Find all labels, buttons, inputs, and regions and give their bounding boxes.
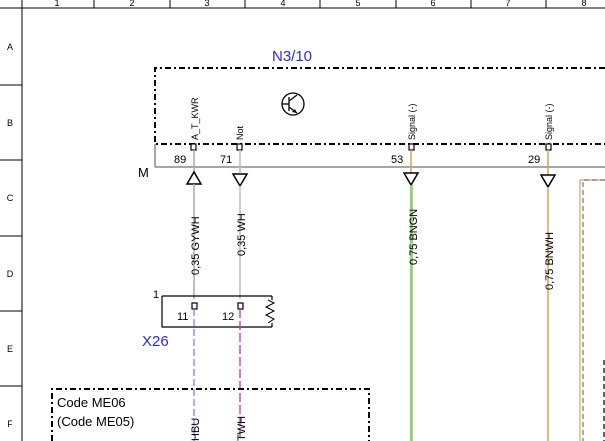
output-arrow-icon <box>539 174 557 189</box>
shield-zigzag-icon <box>264 299 276 324</box>
pin-number: 11 <box>177 311 188 323</box>
code-box: Code ME06 (Code ME05) <box>51 388 370 441</box>
pin-terminal <box>237 302 244 310</box>
pin-terminal <box>190 143 197 151</box>
pin-number: 71 <box>220 154 232 166</box>
transistor-icon <box>281 92 305 116</box>
row-label: C <box>7 193 14 203</box>
wire-label: 0,35 WH <box>236 213 248 256</box>
column-label: 6 <box>430 0 435 8</box>
wire-label: 0,75 BNGN <box>408 209 420 265</box>
pin-number: 29 <box>528 154 540 166</box>
column-label: 2 <box>129 0 134 8</box>
lower-wires: HBU TWH <box>190 309 248 441</box>
pin-number: 89 <box>174 154 186 166</box>
column-label: 4 <box>280 0 285 8</box>
code-line-2: (Code ME05) <box>57 414 134 429</box>
row-label: B <box>7 118 13 128</box>
output-arrow-icon <box>402 172 420 187</box>
row-label: F <box>7 419 13 429</box>
pin-number: 12 <box>222 311 234 323</box>
column-label: 3 <box>204 0 209 8</box>
output-arrow-icon <box>231 173 249 188</box>
column-label: 5 <box>355 0 360 8</box>
wire-label: 0,75 BNWH <box>544 232 556 290</box>
wire-label: HBU <box>190 418 202 441</box>
pin-signal-label: Not <box>235 125 245 140</box>
component-n3-10: N3/10 M A_T_KWR Not Signal (-) Signal (-… <box>138 48 605 180</box>
pin-terminal <box>236 143 243 151</box>
row-label: A <box>7 42 13 52</box>
pin-number: 53 <box>391 154 403 166</box>
pin-signal-label: Signal (-) <box>407 103 417 140</box>
pin-signal-label: Signal (-) <box>544 103 554 140</box>
code-line-1: Code ME06 <box>57 395 126 410</box>
column-label: 1 <box>54 0 59 8</box>
component-ref: N3/10 <box>272 48 312 65</box>
wire-label: 0,35 GYWH <box>190 216 202 275</box>
row-label: D <box>7 269 14 279</box>
connector-ref: X26 <box>142 333 169 350</box>
connector-x26: 1 11 12 X26 <box>142 289 276 350</box>
row-label: E <box>7 344 13 354</box>
wires: 0,35 GYWH 0,35 WH 0,75 BNGN 0,75 BNWH <box>185 150 557 441</box>
input-arrow-icon <box>185 170 203 185</box>
connector-index: 1 <box>153 289 159 301</box>
column-label: 8 <box>581 0 586 8</box>
pin-terminal <box>408 143 415 151</box>
partial-component-right <box>579 179 605 441</box>
pin-terminal <box>545 143 552 151</box>
column-label: 7 <box>505 0 510 8</box>
pin-terminal <box>191 302 198 310</box>
pin-signal-label: A_T_KWR <box>190 97 200 140</box>
ground-label: M <box>138 165 149 180</box>
wire-label: TWH <box>236 416 248 441</box>
